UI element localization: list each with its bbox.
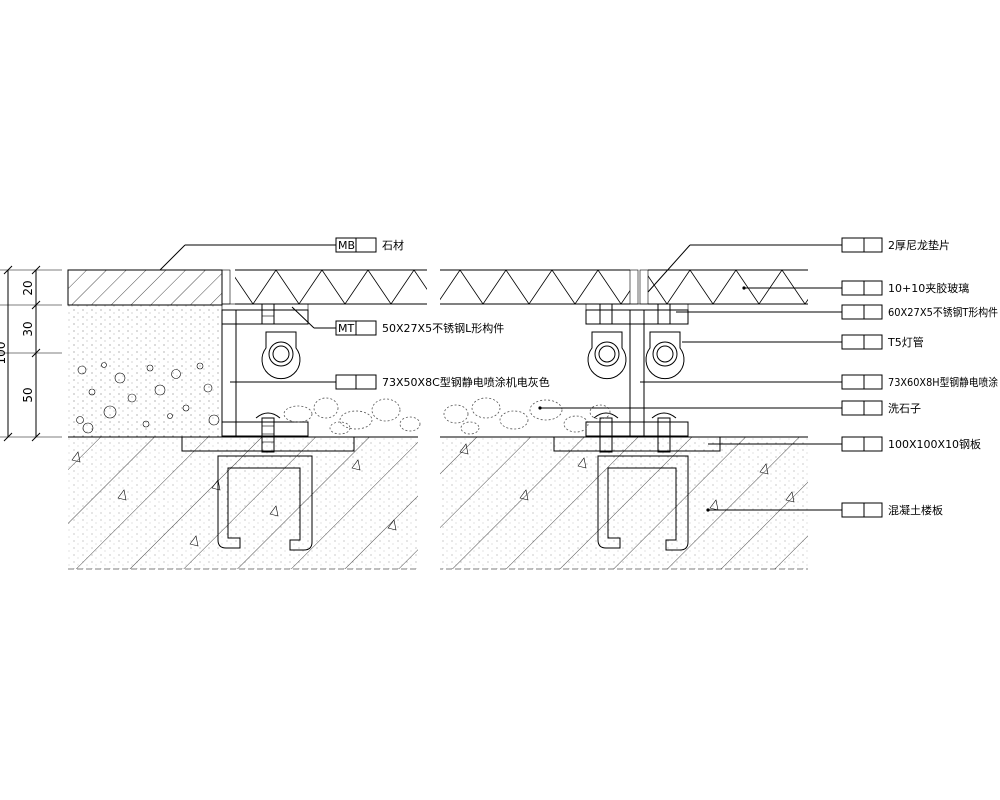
- center-bolts: [593, 303, 677, 453]
- label-stone-code: MB: [338, 239, 355, 252]
- label-nylon-pad: 2厚尼龙垫片: [888, 238, 950, 252]
- label-l-member-text: 50X27X5不锈钢L形构件: [382, 321, 504, 335]
- dim-layer-2: 30: [21, 321, 35, 336]
- label-stone: MB 石材: [335, 237, 404, 253]
- label-t-member: 60X27X5不锈钢T形构件: [888, 305, 998, 319]
- left-steel-plate: [181, 436, 355, 452]
- concrete-slab: [68, 430, 808, 575]
- laminated-glass: [235, 269, 808, 305]
- right-label-texts: 2厚尼龙垫片 10+10夹胶玻璃 60X27X5不锈钢T形构件 T5灯管 73X…: [887, 238, 998, 517]
- left-c-channel: [221, 309, 309, 437]
- concrete-fill: [68, 353, 222, 437]
- label-l-member-code: MT: [338, 322, 354, 335]
- label-pebbles: 洗石子: [888, 402, 921, 415]
- dim-layer-1: 20: [21, 280, 35, 295]
- label-c-channel: 73X50X8C型钢静电喷涂机电灰色: [335, 374, 550, 390]
- label-steel-plate: 100X100X10钢板: [888, 437, 981, 451]
- left-lamp: [261, 331, 301, 380]
- right-label-tags: [841, 237, 883, 518]
- label-t5-lamp: T5灯管: [887, 335, 924, 349]
- dim-layer-3: 50: [21, 387, 35, 402]
- wash-pebbles: [283, 397, 611, 435]
- center-anchor: [597, 455, 689, 551]
- leader-lines: [159, 244, 842, 512]
- label-stone-text: 石材: [382, 238, 404, 252]
- label-h-channel: 73X60X8H型钢静电喷涂: [888, 375, 998, 389]
- label-c-channel-text: 73X50X8C型钢静电喷涂机电灰色: [382, 375, 550, 389]
- left-anchor: [217, 455, 313, 551]
- label-glass: 10+10夹胶玻璃: [888, 281, 969, 295]
- label-l-member: MT 50X27X5不锈钢L形构件: [335, 320, 504, 336]
- stone-finish: [67, 269, 223, 306]
- left-bolt: [255, 303, 281, 453]
- dim-total: 100: [0, 342, 8, 365]
- mortar-bed: [68, 305, 222, 353]
- dimension-string: 100 20 30 50: [0, 265, 62, 442]
- center-lamps: [587, 331, 685, 380]
- center-h-channel: [585, 269, 689, 437]
- label-concrete: 混凝土楼板: [888, 503, 943, 517]
